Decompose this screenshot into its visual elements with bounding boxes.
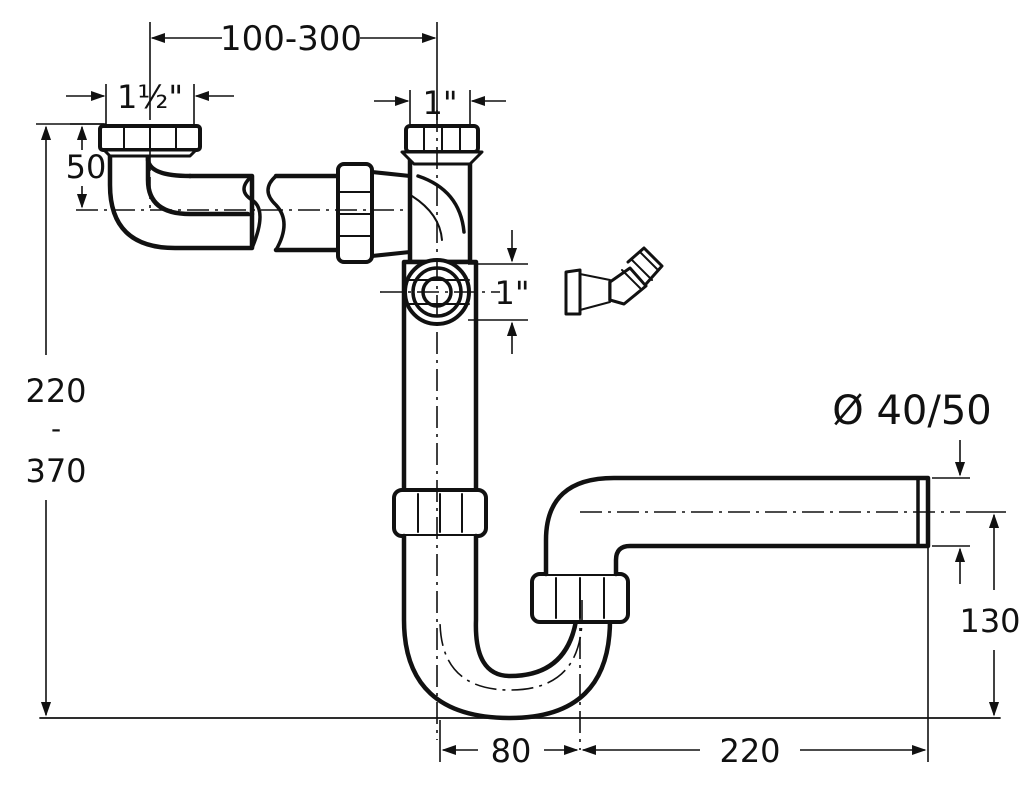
label-inlet-offset: 50	[66, 148, 107, 186]
label-outlet-height: 130	[959, 602, 1020, 640]
dim-top-thread: 1"	[374, 84, 506, 124]
center-lines	[76, 110, 960, 750]
dim-trap-width: 80	[439, 720, 579, 770]
dim-outlet-length: 220	[581, 548, 929, 770]
dim-inlet-thread: 1½"	[66, 78, 234, 128]
label-height-sep: -	[51, 412, 61, 445]
side-connection-nut	[336, 162, 412, 264]
dim-inlet-pitch: 100-300	[149, 19, 438, 120]
dim-side-thread: 1"	[468, 230, 530, 354]
label-top-thread: 1"	[422, 84, 457, 122]
inlet-elbow	[98, 124, 262, 251]
label-inlet-pitch: 100-300	[220, 19, 362, 59]
label-inlet-thread: 1½"	[117, 78, 183, 116]
outlet-pipe	[543, 475, 931, 577]
extension-pipe	[266, 173, 343, 253]
label-height-min: 220	[25, 372, 86, 410]
trap-bowl	[401, 533, 613, 721]
label-trap-width: 80	[491, 732, 532, 770]
dim-total-height: 220 - 370	[25, 123, 106, 717]
dim-outlet-height: 130	[959, 511, 1021, 717]
label-side-thread: 1"	[494, 274, 529, 312]
dim-outlet-diameter: Ø 40/50	[832, 388, 992, 584]
label-outlet-diameter: Ø 40/50	[832, 388, 991, 434]
label-height-max: 370	[25, 452, 86, 490]
hose-connector	[564, 246, 664, 316]
riser-union-nut	[392, 488, 488, 538]
label-outlet-length: 220	[719, 732, 780, 770]
